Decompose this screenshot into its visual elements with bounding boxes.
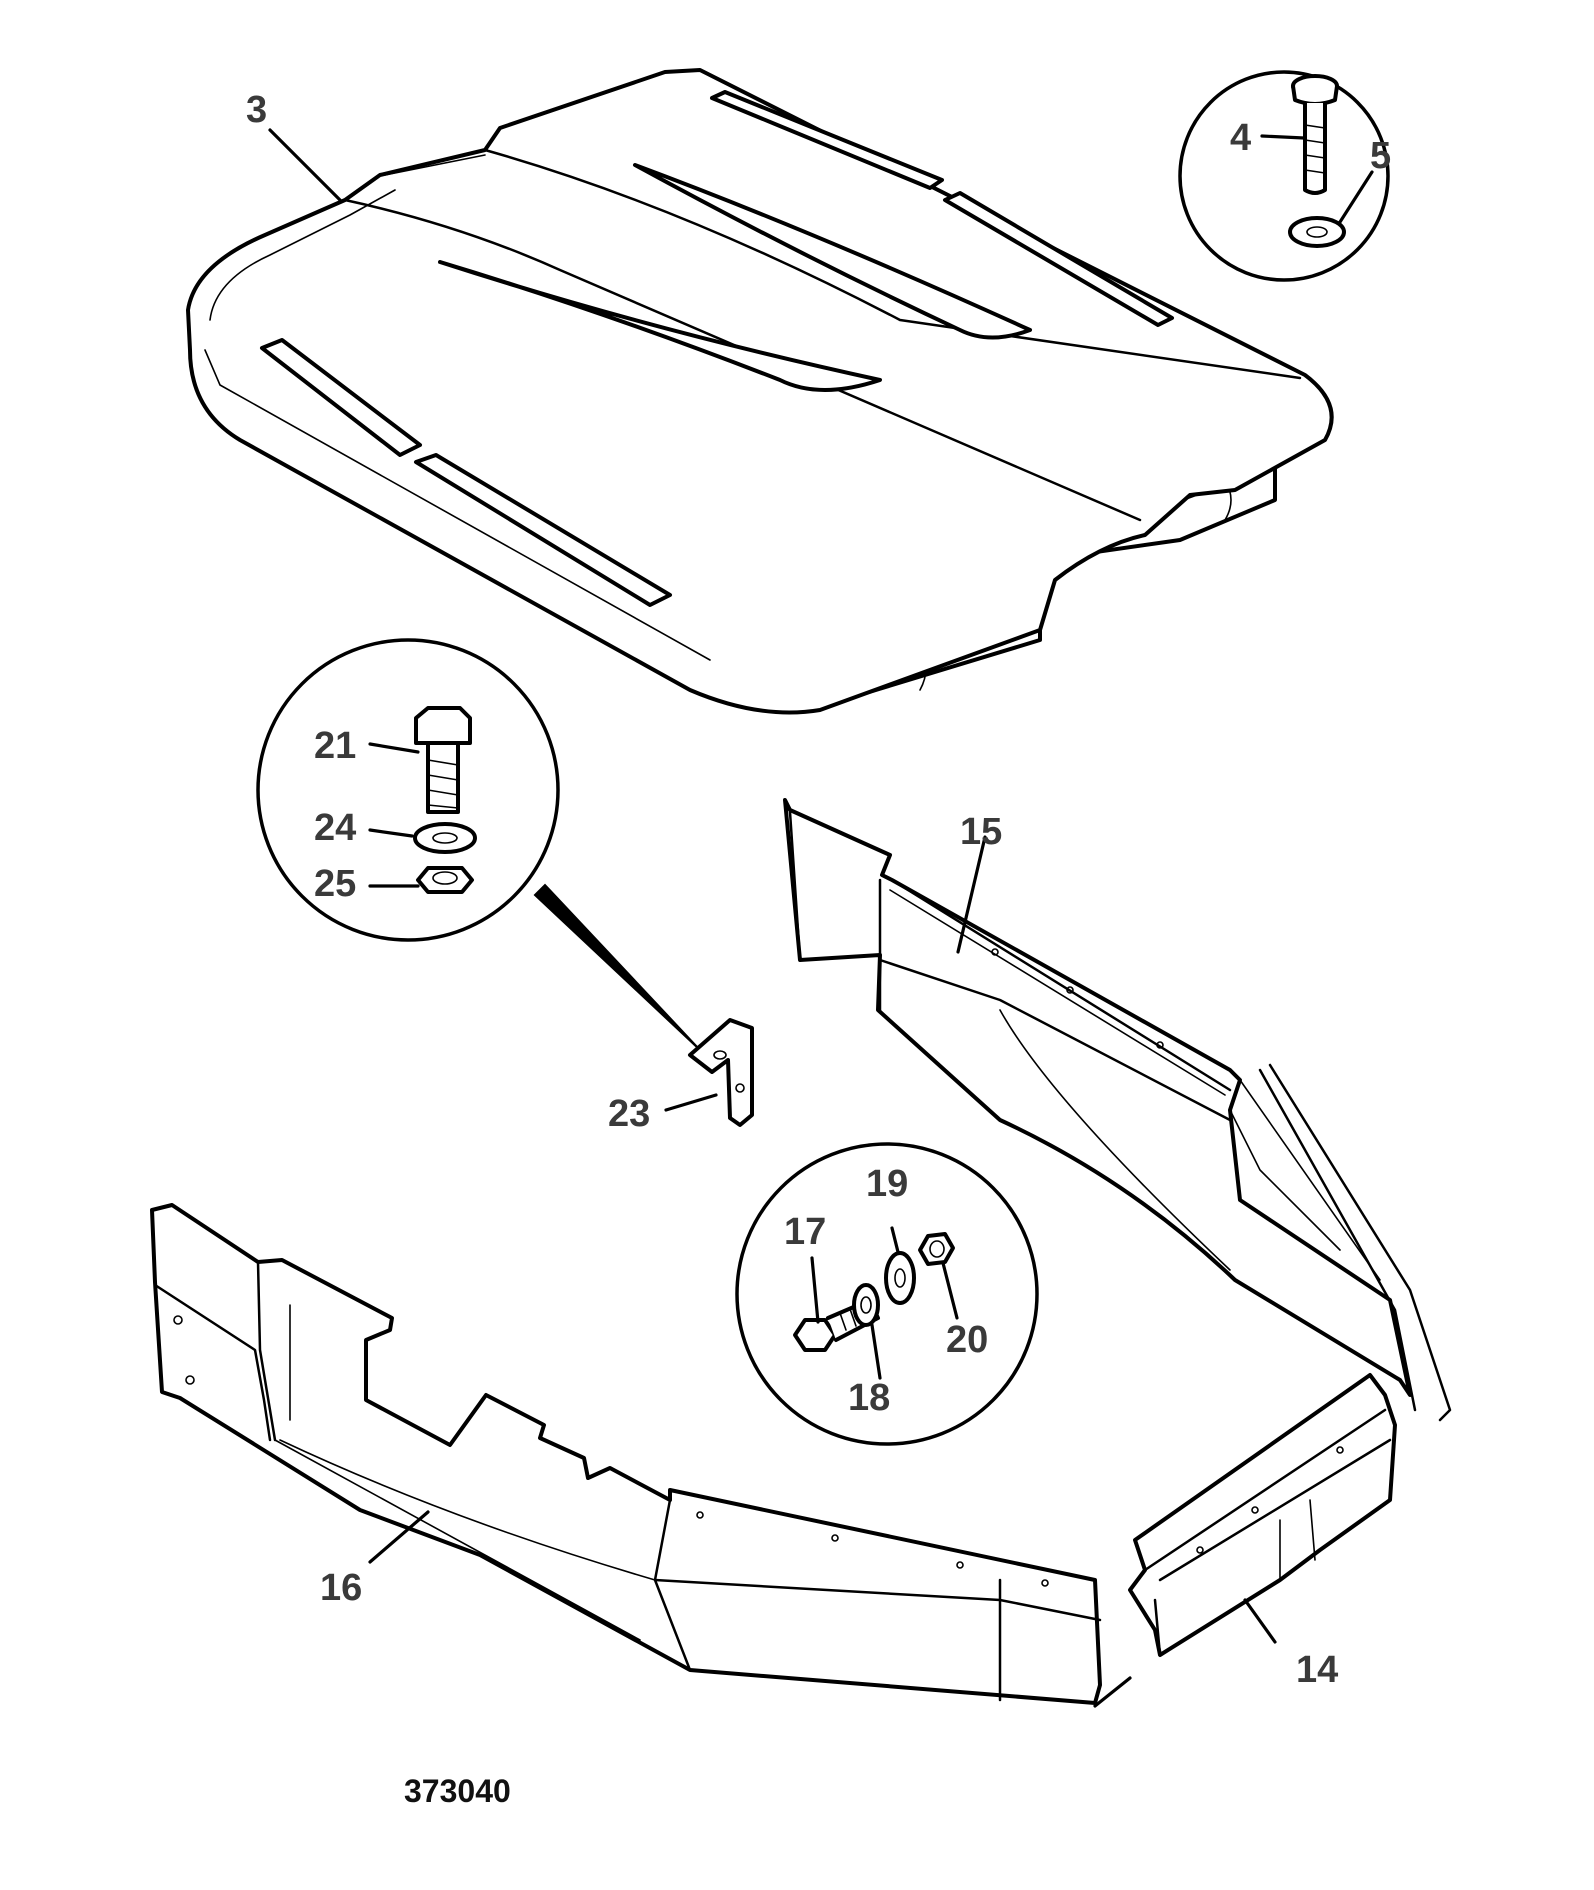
bolt-washer-detail — [1178, 70, 1390, 282]
callout-24: 24 — [314, 807, 356, 849]
front-panel-part — [150, 1203, 1102, 1705]
bolt-washer-nut-detail — [256, 638, 560, 942]
callout-20: 20 — [946, 1319, 988, 1361]
corner-panel-part — [1128, 1373, 1397, 1657]
callout-25: 25 — [314, 863, 356, 905]
drawing-reference-number: 373040 — [404, 1773, 511, 1809]
callout-23: 23 — [608, 1093, 650, 1135]
side-panel-part — [783, 798, 1452, 1422]
callout-17: 17 — [784, 1211, 826, 1253]
callout-21: 21 — [314, 725, 356, 767]
hood-canopy-part — [186, 68, 1334, 715]
callout-14: 14 — [1296, 1649, 1338, 1691]
callout-5: 5 — [1370, 135, 1391, 177]
callout-18: 18 — [848, 1377, 890, 1419]
leader-lines — [268, 128, 1374, 1708]
bracket-part — [688, 1018, 754, 1127]
callout-15: 15 — [960, 811, 1002, 853]
callout-4: 4 — [1230, 117, 1251, 159]
bolt-washers-nut-detail — [735, 1142, 1039, 1446]
detail-pointer-wedge — [533, 883, 701, 1051]
callout-16: 16 — [320, 1567, 362, 1609]
callout-3: 3 — [246, 89, 267, 131]
callout-labels: 3 4 5 21 24 25 15 23 19 17 20 18 16 14 — [246, 89, 1391, 1691]
callout-19: 19 — [866, 1163, 908, 1205]
